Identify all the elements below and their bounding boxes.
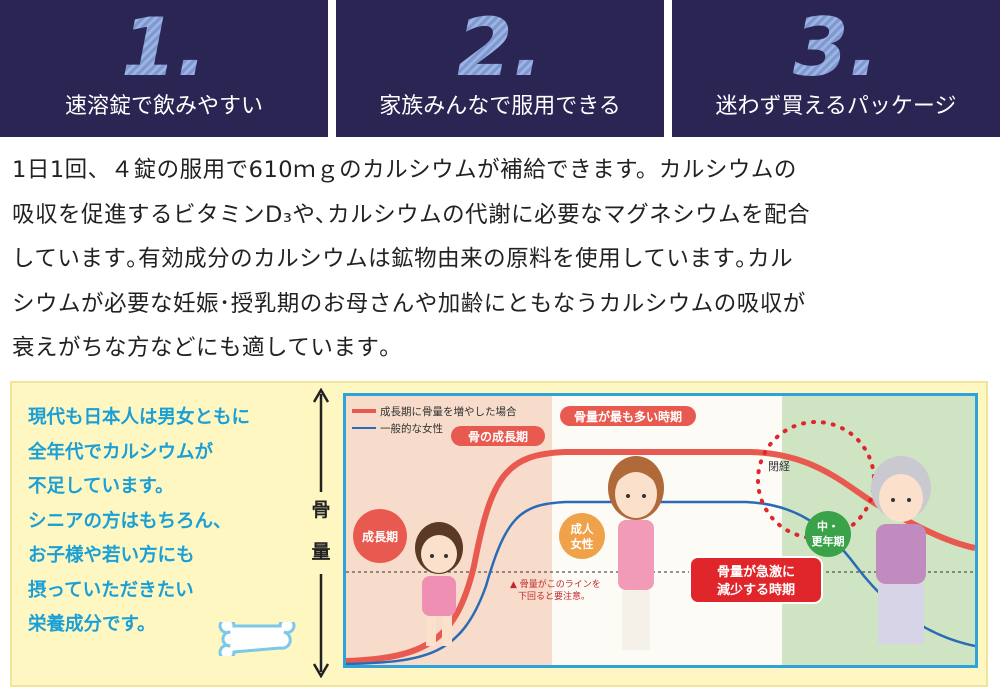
feature-3-number: 3. — [672, 2, 1000, 94]
decline-callout-1: 骨量が急激に — [717, 564, 795, 580]
lead-line: お子様や若い方にも — [28, 545, 195, 566]
bone-icon — [218, 622, 296, 656]
lead-line: 現代も日本人は男女ともに — [28, 407, 251, 428]
warning-line-1: ▲ 骨量がこのラインを — [510, 578, 601, 590]
senior-stage-label-2: 更年期 — [812, 534, 845, 548]
y-axis-label-1: 骨 — [311, 499, 330, 521]
decline-callout-bg — [689, 556, 823, 604]
peak-callout-bg — [560, 406, 696, 426]
lead-line: 不足しています。 — [28, 476, 174, 497]
legend-red-label: 成長期に骨量を増やした場合 — [380, 405, 517, 418]
adult-stage-label-1: 成人 — [571, 522, 594, 536]
feature-2: 2. 家族みんなで服用できる — [336, 0, 664, 137]
lead-text: 現代も日本人は男女ともに 全年代でカルシウムが 不足しています。 シニアの方はも… — [28, 401, 308, 643]
senior-stage-label-1: 中・ — [817, 519, 839, 533]
growth-stage-label: 成長期 — [362, 529, 398, 544]
feature-3-label: 迷わず買えるパッケージ — [715, 94, 957, 119]
bone-growth-callout-bg — [451, 426, 545, 446]
growth-stage-badge — [353, 509, 407, 563]
lead-line: 摂っていただきたい — [28, 579, 194, 601]
description-line: シウムが必要な妊娠･授乳期のお母さんや加齢にともなうカルシウムの吸収が — [12, 290, 806, 317]
menopause-label: 閉経 — [768, 460, 790, 473]
feature-2-number: 2. — [336, 2, 664, 94]
senior-figure — [871, 456, 931, 644]
description-line: 衰えがちな方などにも適しています｡ — [12, 335, 392, 361]
peak-callout: 骨量が最も多い時期 — [574, 409, 682, 424]
adult-stage-badge — [559, 513, 605, 559]
child-figure — [415, 522, 463, 646]
lead-line: 全年代でカルシウムが — [28, 441, 214, 463]
adult-stage-label-2: 女性 — [571, 537, 594, 551]
product-description: 1日1回、４錠の服用で610ｍｇのカルシウムが補給できます。カルシウムの 吸収を… — [12, 148, 994, 371]
feature-3: 3. 迷わず買えるパッケージ — [672, 0, 1000, 137]
decline-callout-2: 減少する時期 — [717, 582, 795, 598]
lead-line: シニアの方はもちろん、 — [28, 510, 232, 532]
feature-1: 1. 速溶錠で飲みやすい — [0, 0, 328, 137]
senior-stage-badge — [805, 511, 851, 557]
woman-figure — [608, 456, 664, 650]
feature-header: 1. 速溶錠で飲みやすい 2. 家族みんなで服用できる 3. 迷わず買えるパッケ… — [0, 0, 1000, 137]
description-line: しています｡有効成分のカルシウムは鉱物由来の原料を使用しています｡カル — [12, 246, 794, 272]
feature-1-number: 1. — [0, 2, 328, 94]
legend-blue-label: 一般的な女性 — [380, 422, 443, 435]
description-line: 1日1回、４錠の服用で610ｍｇのカルシウムが補給できます。カルシウムの — [12, 157, 797, 183]
description-line: 吸収を促進するビタミンD₃や､カルシウムの代謝に必要なマグネシウムを配合 — [12, 201, 811, 228]
feature-1-label: 速溶錠で飲みやすい — [64, 94, 263, 119]
bone-growth-callout: 骨の成長期 — [468, 429, 528, 444]
y-axis-label-2: 量 — [311, 541, 330, 563]
warning-line-2: 下回ると要注意。 — [518, 590, 590, 602]
feature-2-label: 家族みんなで服用できる — [379, 94, 621, 119]
y-axis: 骨 量 — [305, 387, 337, 679]
lead-line: 栄養成分です。 — [28, 614, 156, 635]
bone-mass-chart: 成長期に骨量を増やした場合 一般的な女性 骨の成長期 骨量が最も多い時期 閉経 … — [343, 393, 978, 668]
